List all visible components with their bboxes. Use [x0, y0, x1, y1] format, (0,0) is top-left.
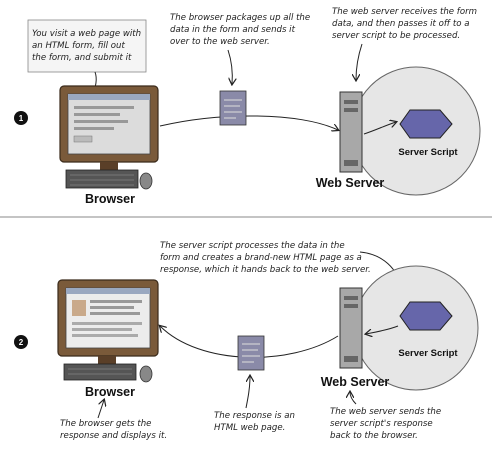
note-browser: The browser packages up all the data in … [170, 13, 313, 47]
browser-computer-2 [57, 279, 159, 383]
request-arrow [159, 115, 338, 130]
panel-2: 2 The server script processes the data i… [14, 241, 479, 441]
browser-label-2: Browser [85, 385, 135, 399]
note-script: The server script processes the data in … [160, 241, 371, 275]
server-label-2: Web Server [321, 375, 390, 389]
panel-1: 1 You visit a web page with an HTML form… [14, 7, 481, 206]
note-response-arrow [245, 376, 250, 409]
note-display-arrow [97, 400, 104, 419]
server-script-icon [399, 109, 453, 139]
script-label: Server Script [398, 147, 458, 158]
server-label: Web Server [316, 176, 385, 190]
web-server-tower-2 [339, 287, 363, 369]
server-script-icon-2 [399, 301, 453, 331]
note-user-card: You visit a web page with an HTML form, … [27, 19, 147, 73]
note-server-arrow [356, 43, 363, 80]
step-number-2: 2 [19, 338, 24, 347]
server-to-script-arrow [363, 122, 396, 135]
script-label-2: Server Script [398, 348, 458, 359]
browser-label: Browser [85, 192, 135, 206]
note-send: The web server sends the server script's… [330, 407, 444, 441]
web-server-tower [339, 91, 363, 173]
step-number: 1 [19, 114, 24, 123]
step-badge [14, 111, 28, 125]
note-send-arrow [350, 392, 357, 405]
response-document [237, 335, 265, 371]
script-to-server-arrow [366, 325, 399, 334]
note-response: The response is an HTML web page. [214, 411, 298, 433]
browser-computer [59, 85, 159, 190]
note-server: The web server receives the form data, a… [332, 7, 480, 41]
step-badge-2 [14, 335, 28, 349]
note-user: You visit a web page with an HTML form, … [32, 29, 144, 63]
note-display: The browser gets the response and displa… [60, 419, 167, 441]
note-browser-arrow [227, 49, 232, 84]
form-data-document [219, 90, 247, 126]
